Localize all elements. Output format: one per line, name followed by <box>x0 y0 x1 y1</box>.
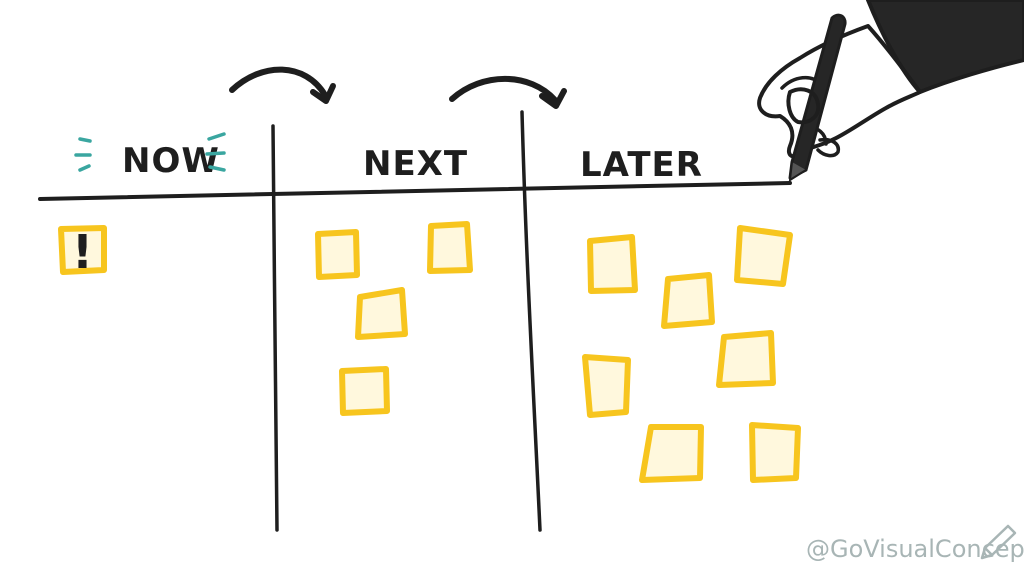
horizontal-header-line <box>38 181 792 201</box>
column-label-next: NEXT <box>363 144 468 184</box>
arrow-next-to-later-icon <box>449 75 567 109</box>
sticky-note-later-2 <box>734 225 793 287</box>
sticky-note-next-1 <box>315 229 360 280</box>
sticky-note-next-2 <box>427 221 473 274</box>
sticky-note-now-urgent: ! <box>58 225 107 279</box>
sticky-note-next-3 <box>355 287 408 340</box>
sticky-note-later-4 <box>716 330 776 388</box>
now-emphasis-dashes <box>74 132 226 172</box>
sticky-note-later-7 <box>749 422 801 483</box>
divider-next-later <box>520 110 542 532</box>
sticky-note-later-1 <box>587 234 638 294</box>
credit-handle: @GoVisualConcept <box>806 535 1024 563</box>
sticky-note-later-5 <box>582 354 631 418</box>
sticky-note-later-6 <box>639 424 704 483</box>
divider-now-next <box>271 124 279 532</box>
column-label-now: NOW <box>122 141 220 181</box>
column-label-later: LATER <box>580 145 703 185</box>
sticky-note-later-3 <box>661 272 715 329</box>
now-exclamation-mark: ! <box>72 225 93 279</box>
arrow-now-to-next-icon <box>229 66 336 104</box>
hand-with-marker-icon <box>757 0 1024 182</box>
sticky-note-next-4 <box>339 366 390 416</box>
pencil-icon <box>980 524 1017 560</box>
